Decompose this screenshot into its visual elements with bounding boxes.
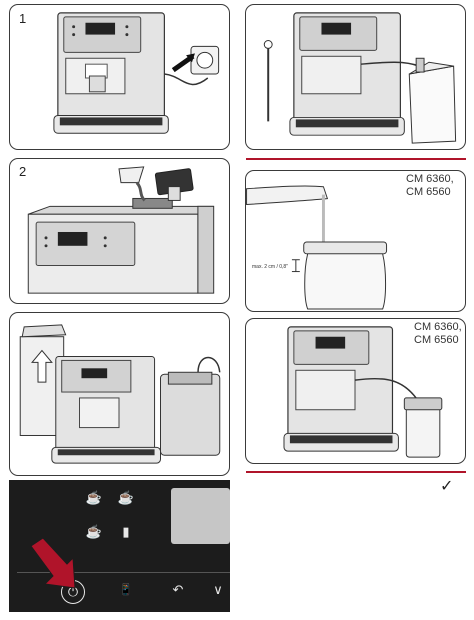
fill-level-note: max. 2 cm / 0,8" [252, 264, 288, 270]
model-label-line: CM 6360, [414, 321, 462, 333]
panel-milk-carton [245, 4, 466, 150]
panel-step-1: 1 [9, 4, 230, 150]
milk-glass-icon[interactable]: ▮ [122, 524, 130, 539]
panel-milk-container-fill: CM 6360, CM 6560 max. 2 cm / 0,8" [245, 170, 466, 312]
control-panel-display [171, 488, 230, 544]
espresso-cup-icon[interactable]: ☕ [85, 490, 103, 505]
red-arrow-pointer [30, 537, 76, 589]
illustration-machine-plug [53, 12, 220, 134]
illustration-milk-carton [263, 12, 457, 144]
model-label-line: CM 6560 [414, 334, 459, 346]
model-label-bottom: CM 6360, CM 6560 [414, 321, 462, 347]
illustration-pour-milk [246, 185, 388, 310]
model-label-top: CM 6360, CM 6560 [406, 173, 454, 199]
illustration-water-tank [19, 324, 221, 464]
control-panel-divider [17, 572, 230, 573]
divider-red-bottom [246, 471, 466, 473]
model-label-line: CM 6360, [406, 173, 454, 185]
back-icon[interactable]: ↶ [172, 582, 184, 597]
app-connect-icon[interactable]: 📱 [119, 584, 133, 596]
coffee-cup-icon[interactable]: ☕ [117, 490, 135, 505]
illustration-fill-beans [27, 166, 215, 294]
chevron-down-icon[interactable]: ∨ [213, 582, 223, 597]
panel-water-tank [9, 312, 230, 476]
step-number-2: 2 [19, 164, 27, 179]
model-label-line: CM 6560 [406, 186, 451, 198]
milk-coffee-icon[interactable]: ☕ [85, 524, 103, 539]
machine-control-panel: ☕ ☕ ☕ ▮ ⏻ 📱 ↶ ∨ [9, 480, 230, 612]
panel-machine-milk-container: CM 6360, CM 6560 [245, 318, 466, 464]
divider-red-top [246, 158, 466, 160]
step-number-1: 1 [19, 11, 27, 26]
check-mark: ✓ [440, 478, 454, 495]
panel-step-2: 2 [9, 158, 230, 304]
illustration-machine-with-milk [283, 326, 443, 458]
